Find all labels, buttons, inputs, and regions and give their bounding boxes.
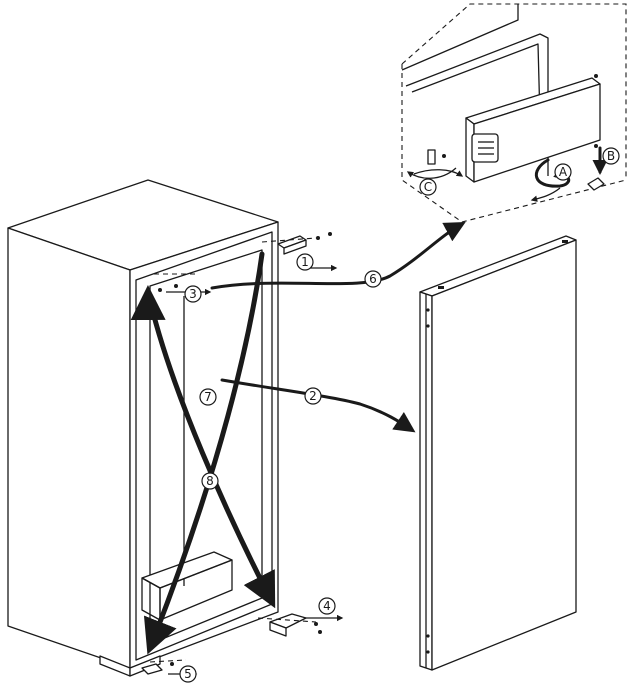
svg-text:2: 2 xyxy=(309,389,317,403)
callout-A: A xyxy=(554,163,572,181)
handle-detail-inset xyxy=(401,3,627,223)
callout-3: 3 xyxy=(184,285,202,303)
arrow-7 xyxy=(143,251,265,655)
arrow-8 xyxy=(145,289,276,609)
svg-text:3: 3 xyxy=(189,287,197,301)
svg-text:5: 5 xyxy=(184,667,192,681)
callout-6: 6 xyxy=(364,270,382,288)
callout-B: B xyxy=(602,147,620,165)
arrow-6 xyxy=(210,221,466,290)
svg-text:B: B xyxy=(607,149,615,163)
callout-8: 8 xyxy=(201,472,219,490)
callout-5: 5 xyxy=(179,665,197,683)
callout-C: C xyxy=(419,178,437,196)
svg-text:C: C xyxy=(424,180,432,194)
arrow-2 xyxy=(220,378,416,433)
svg-text:4: 4 xyxy=(323,599,331,613)
callout-2: 2 xyxy=(304,387,322,405)
svg-text:A: A xyxy=(559,165,568,179)
svg-text:8: 8 xyxy=(206,474,214,488)
callout-4: 4 xyxy=(318,597,336,615)
fridge-cabinet xyxy=(7,179,279,677)
bottom-hinge xyxy=(257,613,344,637)
svg-text:1: 1 xyxy=(301,255,309,269)
callout-7: 7 xyxy=(199,388,217,406)
svg-text:6: 6 xyxy=(369,272,377,286)
callout-1: 1 xyxy=(296,253,314,271)
fridge-door xyxy=(419,235,577,671)
svg-text:7: 7 xyxy=(204,390,212,404)
